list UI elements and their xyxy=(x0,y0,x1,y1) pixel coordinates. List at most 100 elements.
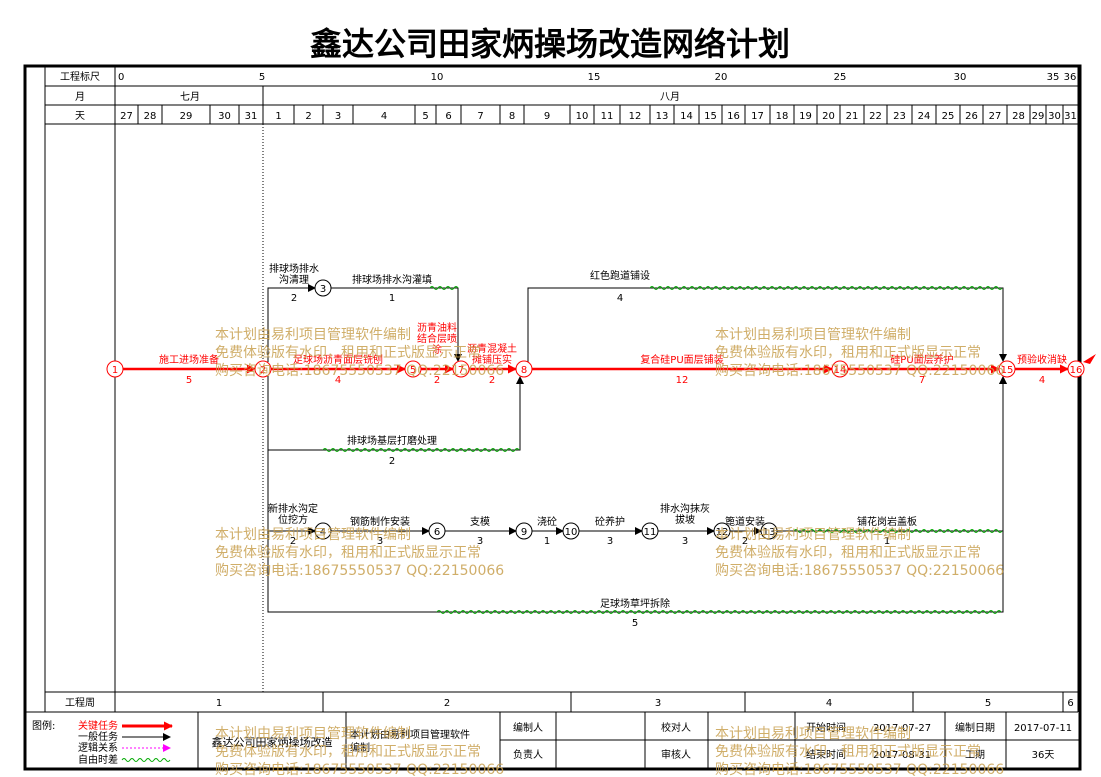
free-float-line xyxy=(322,448,520,452)
week-cell: 3 xyxy=(655,698,661,709)
activity-arrow xyxy=(777,376,1007,532)
day-cell: 28 xyxy=(1012,111,1025,122)
scale-row-label: 工程标尺 xyxy=(60,71,100,83)
event-node-number: 13 xyxy=(763,527,776,538)
week-cell: 1 xyxy=(216,698,222,709)
info-reviewer-label: 审核人 xyxy=(661,748,691,761)
day-cell: 20 xyxy=(822,111,835,122)
event-node xyxy=(562,522,580,540)
activity-name: 沥青油料结合层喷涂 xyxy=(417,321,457,356)
legend-title: 图例: xyxy=(32,719,55,732)
info-producer-line2: 编制 xyxy=(350,741,370,754)
event-node xyxy=(106,360,124,378)
info-editor-label: 编制人 xyxy=(513,721,543,734)
day-cell: 12 xyxy=(629,111,642,122)
event-node xyxy=(998,360,1016,378)
scale-tick: 30 xyxy=(954,72,967,83)
activity-duration: 4 xyxy=(335,375,341,386)
week-row: 工程周 xyxy=(25,691,1078,713)
activity-duration: 5 xyxy=(632,618,638,629)
legend: 图例: 关键任务 一般任务 逻辑关系 自由时差 鑫达公司田家炳操场改造 本计划由… xyxy=(32,719,1072,766)
watermark-text: 购买咨询电话:18675550537 QQ:22150066 xyxy=(215,762,504,777)
info-made-label: 编制日期 xyxy=(955,721,995,734)
activity-duration: 5 xyxy=(186,375,192,386)
event-node-number: 11 xyxy=(644,527,657,538)
week-cell: 5 xyxy=(985,698,991,709)
event-node xyxy=(404,360,422,378)
scale-tick: 5 xyxy=(259,72,265,83)
day-cell: 22 xyxy=(869,111,882,122)
day-cell: 9 xyxy=(544,111,550,122)
event-node-number: 6 xyxy=(434,527,440,538)
watermark-text: 本计划由易利项目管理软件编制 xyxy=(715,327,911,343)
info-table xyxy=(197,712,1080,769)
day-cell: 16 xyxy=(727,111,740,122)
watermark-text: 购买咨询电话:18675550537 QQ:22150066 xyxy=(715,762,1004,777)
free-float-line xyxy=(793,529,1003,533)
watermark-text: 购买咨询电话:18675550537 QQ:22150066 xyxy=(215,563,504,579)
activity-duration: 1 xyxy=(884,536,890,547)
event-node-number: 16 xyxy=(1070,365,1083,376)
watermark-text: 购买咨询电话:18675550537 QQ:22150066 xyxy=(715,363,1004,379)
event-node-number: 3 xyxy=(320,284,326,295)
event-node-number: 2 xyxy=(260,365,266,376)
event-node-number: 14 xyxy=(834,365,847,376)
watermark-text: 免费体验版有水印，租用和正式版显示正常 xyxy=(715,545,981,561)
day-cell: 31 xyxy=(1064,111,1077,122)
info-end-value: 2017-08-31 xyxy=(873,750,931,761)
event-node xyxy=(314,522,332,540)
event-node xyxy=(314,279,332,297)
day-cell: 30 xyxy=(1048,111,1061,122)
info-start-label: 开始时间 xyxy=(806,721,846,734)
day-cell: 29 xyxy=(1032,111,1045,122)
day-cell: 28 xyxy=(144,111,157,122)
day-cell: 21 xyxy=(846,111,859,122)
event-node-number: 1 xyxy=(112,365,118,376)
activity-name: 施工进场准备 xyxy=(159,353,219,366)
watermark-text: 本计划由易利项目管理软件编制 xyxy=(715,527,911,543)
activity-duration: 2 xyxy=(434,375,440,386)
activity-name: 硅PU面层养护 xyxy=(890,353,953,366)
activity-name: 钢筋制作安装 xyxy=(350,515,410,528)
legend-swatch-float xyxy=(121,758,171,762)
free-float-line xyxy=(436,610,1002,614)
info-made-value: 2017-07-11 xyxy=(1014,723,1072,734)
info-checker-label: 校对人 xyxy=(661,721,691,734)
day-cell: 27 xyxy=(120,111,133,122)
day-cell: 8 xyxy=(509,111,515,122)
info-owner-label: 负责人 xyxy=(513,748,543,761)
event-node-number: 7 xyxy=(458,365,464,376)
activity-duration: 2 xyxy=(290,536,296,547)
event-node xyxy=(515,360,533,378)
legend-label-float: 自由时差 xyxy=(78,753,118,766)
activity-duration: 2 xyxy=(389,456,395,467)
day-cell: 29 xyxy=(180,111,193,122)
activity-duration: 3 xyxy=(477,536,483,547)
month-label-july: 七月 xyxy=(180,91,200,103)
scale-tick: 0 xyxy=(118,72,124,83)
day-cell: 19 xyxy=(799,111,812,122)
day-cell: 25 xyxy=(942,111,955,122)
page-title: 鑫达公司田家炳操场改造网络计划 xyxy=(310,25,790,63)
watermark-text: 购买咨询电话:18675550537 QQ:22150066 xyxy=(715,563,1004,579)
event-node-number: 8 xyxy=(521,365,527,376)
day-cell: 11 xyxy=(601,111,614,122)
event-node xyxy=(254,360,272,378)
event-node xyxy=(641,522,659,540)
watermark-text: 免费体验版有水印，租用和正式版显示正常 xyxy=(715,345,981,361)
watermark-text: 免费体验版有水印，租用和正式版显示正常 xyxy=(715,744,981,760)
day-cell: 17 xyxy=(751,111,764,122)
month-label-august: 八月 xyxy=(660,91,680,103)
activity-name: 浇砼 xyxy=(537,515,557,528)
event-node xyxy=(452,360,470,378)
day-cell: 27 xyxy=(989,111,1002,122)
activity-duration: 3 xyxy=(682,536,688,547)
activity-duration: 4 xyxy=(617,293,623,304)
legend-label-critical: 关键任务 xyxy=(78,719,118,732)
day-cell: 4 xyxy=(381,111,387,122)
activity-name: 足球场沥青面层铣刨 xyxy=(293,353,383,366)
day-cell: 1 xyxy=(275,111,281,122)
activity-duration: 3 xyxy=(377,536,383,547)
